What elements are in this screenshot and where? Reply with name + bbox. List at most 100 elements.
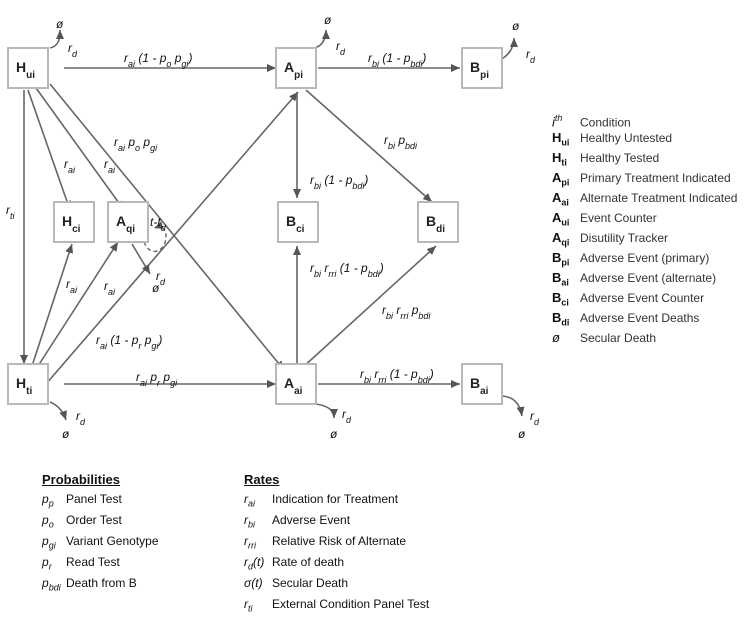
- symbol: pr: [42, 555, 52, 572]
- label-hti-hci: rai: [66, 277, 78, 295]
- description: Rate of death: [272, 555, 345, 569]
- label-aai-bai: rbi rrri (1 - pbdi): [360, 367, 434, 385]
- description: Healthy Tested: [580, 151, 660, 165]
- label-rd-api: rd: [336, 39, 346, 57]
- node-api: Api: [275, 47, 317, 89]
- description: Relative Risk of Alternate: [272, 534, 407, 548]
- symbol: Aui: [552, 210, 570, 228]
- description: Order Test: [66, 513, 122, 527]
- description: Adverse Event (primary): [580, 251, 710, 265]
- legend-item: Aai Alternate Treatment Indicated: [552, 188, 742, 208]
- death-arrow-hui: [49, 29, 64, 49]
- edge-hui-hci: [27, 89, 71, 211]
- node-hci: Hci: [53, 201, 95, 243]
- description: Event Counter: [580, 211, 657, 225]
- node-box: [275, 363, 317, 405]
- legend-item: Bpi Adverse Event (primary): [552, 248, 742, 268]
- symbol: rai: [244, 492, 256, 509]
- node-hui: Hui: [7, 47, 49, 89]
- legend-item: ø Secular Death: [552, 328, 742, 348]
- node-box: [461, 47, 503, 89]
- symbol: pbdi: [42, 576, 61, 593]
- description: Healthy Untested: [580, 131, 673, 145]
- symbol: po: [42, 513, 54, 530]
- label-hui-aqi: rai: [104, 157, 116, 175]
- label-aai-bdi: rbi rrri pbdi: [382, 303, 431, 321]
- rate-item: rd(t)Rate of death: [244, 552, 429, 573]
- label-hui-hti: rti: [6, 203, 16, 221]
- node-label: Bdi: [426, 213, 445, 235]
- aqi-self-loop: [143, 221, 167, 253]
- description: Secular Death: [272, 576, 349, 590]
- symbol: Bai: [552, 270, 569, 288]
- node-box: [7, 363, 49, 405]
- symbol: Aai: [552, 190, 569, 208]
- edge-api-bdi: [305, 89, 433, 203]
- description: Indication for Treatment: [272, 492, 399, 506]
- symbol: rti: [244, 597, 253, 614]
- label-api-bpi: rbi (1 - pbdi): [368, 51, 426, 69]
- description: Variant Genotype: [66, 534, 159, 548]
- description: Alternate Treatment Indicated: [580, 191, 738, 205]
- legend-item: Bai Adverse Event (alternate): [552, 268, 742, 288]
- label-rd-bai: rd: [530, 409, 540, 427]
- node-label: Aai: [284, 375, 303, 397]
- legend-item: Aui Event Counter: [552, 208, 742, 228]
- symbol: Aqi: [552, 230, 570, 248]
- rate-item: σ(t)Secular Death: [244, 573, 429, 594]
- node-label: Api: [284, 59, 303, 81]
- edge-aqi-death: [131, 243, 151, 275]
- symbol: rrri: [244, 534, 256, 551]
- symbol: Bpi: [552, 250, 570, 268]
- label-hti-aqi: rai: [104, 279, 116, 297]
- edge-aai-bdi: [301, 245, 437, 369]
- symbol: Hui: [552, 130, 570, 148]
- node-label: Hci: [62, 213, 81, 235]
- label-hui-api: rai (1 - po pgi): [124, 51, 192, 69]
- edge-hti-api: [45, 91, 299, 385]
- death-arrow-bai: [499, 395, 525, 417]
- symbol: ø: [552, 330, 560, 345]
- empty-set-aai: ø: [330, 427, 338, 441]
- label-rd-aqi: rd: [156, 269, 166, 287]
- node-label: Bpi: [470, 59, 489, 81]
- label-api-bci: rbi (1 - pbdi): [310, 173, 368, 191]
- symbol: Hti: [552, 150, 567, 168]
- death-arrow-hti: [49, 401, 67, 421]
- description: Secular Death: [580, 331, 657, 345]
- empty-set-bpi: ø: [512, 19, 520, 33]
- node-aqi: Aqi: [107, 201, 149, 243]
- label-rd-bpi: rd: [526, 47, 536, 65]
- symbol: Api: [552, 170, 570, 188]
- label-api-bdi: rbi pbdi: [384, 133, 418, 151]
- death-arrow-api: [313, 29, 330, 49]
- node-box: [107, 201, 149, 243]
- label-hui-aai: rai po pgi: [114, 135, 158, 153]
- label-hui-hci: rai: [64, 157, 76, 175]
- description: Primary Treatment Indicated: [580, 171, 731, 185]
- edge-hti-hci: [31, 243, 73, 367]
- node-box: [275, 47, 317, 89]
- description: Adverse Event: [272, 513, 351, 527]
- description: Condition: [580, 115, 631, 130]
- probabilities-title: Probabilities: [42, 472, 121, 487]
- node-box: [277, 201, 319, 243]
- rate-item: rai Indication for Treatment: [244, 489, 429, 510]
- node-label: Bai: [470, 375, 489, 397]
- node-bdi: Bdi: [417, 201, 459, 243]
- rate-item: rti External Condition Panel Test: [244, 594, 429, 615]
- node-aai: Aai: [275, 363, 317, 405]
- description: Adverse Event (alternate): [580, 271, 717, 285]
- node-box: [53, 201, 95, 243]
- description: External Condition Panel Test: [272, 597, 430, 611]
- empty-set-api: ø: [324, 13, 332, 27]
- label-hti-api: rai (1 - pr pgi): [96, 333, 162, 351]
- probability-item: po Order Test: [42, 510, 159, 531]
- label-hti-aai: rai pr pgi: [136, 370, 178, 388]
